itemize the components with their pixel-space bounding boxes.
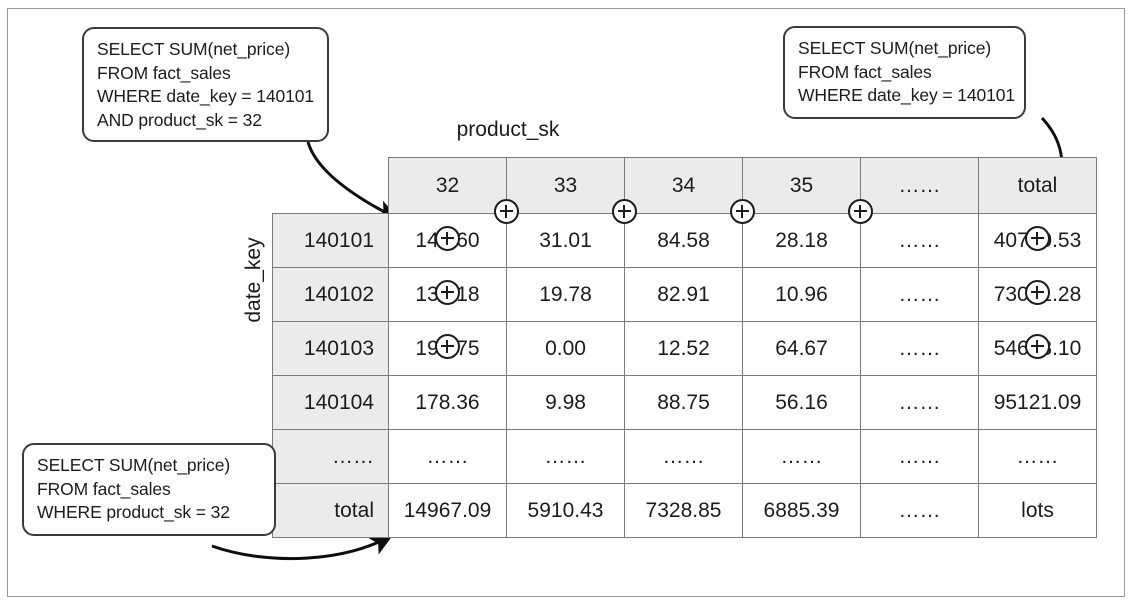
- cell-2-3: 64.67: [742, 321, 861, 376]
- cell-4-2: ……: [624, 429, 743, 484]
- row-header-0: 140101: [272, 213, 389, 268]
- row-header-5: total: [272, 483, 389, 538]
- column-header-1: 33: [506, 157, 625, 214]
- table-header-row: 32 33 34 35 …… total: [273, 157, 1097, 214]
- cell-3-1: 9.98: [506, 375, 625, 430]
- cell-2-1: 0.00: [506, 321, 625, 376]
- cell-1-4: ……: [860, 267, 979, 322]
- cell-3-0: 178.36: [388, 375, 507, 430]
- plus-icon-total-v-2: [1024, 333, 1050, 359]
- row-axis-label: date_key: [242, 237, 265, 323]
- callout-row-line-1: SELECT SUM(net_price): [798, 38, 992, 58]
- row-header-3: 140104: [272, 375, 389, 430]
- callout-col-line-1: SELECT SUM(net_price): [37, 455, 231, 475]
- table-corner-cell: [273, 158, 389, 214]
- cell-4-3: ……: [742, 429, 861, 484]
- cell-5-1: 5910.43: [506, 483, 625, 538]
- cell-5-3: 6885.39: [742, 483, 861, 538]
- table-row: 140104 178.36 9.98 88.75 56.16 …… 95121.…: [272, 375, 1097, 430]
- callout-cell-line-3: WHERE date_key = 140101: [97, 86, 315, 106]
- column-header-3: 35: [742, 157, 861, 214]
- callout-row-line-2: FROM fact_sales: [798, 61, 932, 82]
- cell-4-1: ……: [506, 429, 625, 484]
- cell-1-3: 10.96: [742, 267, 861, 322]
- plus-icon-h-2: [729, 198, 755, 224]
- row-header-2: 140103: [272, 321, 389, 376]
- cell-4-4: ……: [860, 429, 979, 484]
- cell-3-4: ……: [860, 375, 979, 430]
- plus-icon-v-0: [434, 225, 460, 251]
- column-axis-label: product_sk: [456, 118, 560, 141]
- cell-0-1: 31.01: [506, 213, 625, 268]
- table-row: 140103 196.75 0.00 12.52 64.67 …… 54688.…: [272, 321, 1097, 376]
- cell-0-2: 84.58: [624, 213, 743, 268]
- row-header-1: 140102: [272, 267, 389, 322]
- cell-3-3: 56.16: [742, 375, 861, 430]
- cell-2-4: ……: [860, 321, 979, 376]
- callout-col-line-2: FROM fact_sales: [37, 478, 171, 499]
- table-row: 140101 149.60 31.01 84.58 28.18 …… 40710…: [272, 213, 1097, 268]
- cell-1-5: 73091.28: [978, 267, 1097, 322]
- summary-matrix-table: 32 33 34 35 …… total 140101 149.60 31.01…: [272, 157, 1097, 538]
- row-header-4: ……: [272, 429, 389, 484]
- plus-icon-v-1: [434, 279, 460, 305]
- column-header-4: ……: [860, 157, 979, 214]
- callout-cell-query: SELECT SUM(net_price) FROM fact_sales WH…: [82, 27, 329, 142]
- plus-icon-h-0: [493, 198, 519, 224]
- column-header-0: 32: [388, 157, 507, 214]
- callout-cell-line-1: SELECT SUM(net_price): [97, 39, 291, 59]
- table-row: 140102 132.18 19.78 82.91 10.96 …… 73091…: [272, 267, 1097, 322]
- cell-0-3: 28.18: [742, 213, 861, 268]
- cell-1-1: 19.78: [506, 267, 625, 322]
- cell-3-5: 95121.09: [978, 375, 1097, 430]
- cell-4-0: ……: [388, 429, 507, 484]
- callout-column-query: SELECT SUM(net_price) FROM fact_sales WH…: [22, 443, 276, 536]
- figure-frame: [7, 8, 1125, 597]
- cell-1-2: 82.91: [624, 267, 743, 322]
- callout-row-query: SELECT SUM(net_price) FROM fact_sales WH…: [783, 26, 1026, 119]
- table-row: …… …… …… …… …… …… ……: [272, 429, 1097, 484]
- callout-cell-line-4: AND product_sk = 32: [97, 109, 262, 130]
- callout-col-line-3: WHERE product_sk = 32: [37, 502, 230, 522]
- cell-2-2: 12.52: [624, 321, 743, 376]
- cell-4-5: ……: [978, 429, 1097, 484]
- plus-icon-v-2: [434, 333, 460, 359]
- column-header-5: total: [978, 157, 1097, 214]
- cell-5-0: 14967.09: [388, 483, 507, 538]
- cell-5-2: 7328.85: [624, 483, 743, 538]
- callout-cell-line-2: FROM fact_sales: [97, 62, 231, 83]
- plus-icon-total-v-1: [1024, 279, 1050, 305]
- table-row: total 14967.09 5910.43 7328.85 6885.39 ……: [272, 483, 1097, 538]
- callout-row-line-3: WHERE date_key = 140101: [798, 85, 1016, 105]
- cell-5-4: ……: [860, 483, 979, 538]
- column-header-2: 34: [624, 157, 743, 214]
- plus-icon-h-1: [611, 198, 637, 224]
- cell-5-5: lots: [978, 483, 1097, 538]
- cell-3-2: 88.75: [624, 375, 743, 430]
- cell-0-4: ……: [860, 213, 979, 268]
- plus-icon-total-v-0: [1024, 225, 1050, 251]
- plus-icon-h-3: [847, 198, 873, 224]
